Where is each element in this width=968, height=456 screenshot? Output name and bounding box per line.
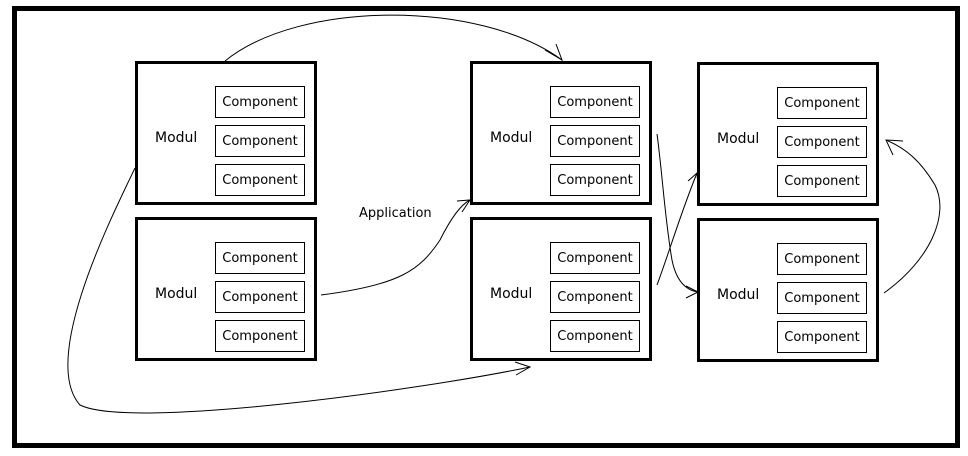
module-2: Modul Component Component Component — [135, 217, 317, 361]
component-box: Component — [550, 125, 640, 157]
module-1: Modul Component Component Component — [135, 61, 317, 205]
component-box: Component — [777, 87, 867, 119]
component-box: Component — [777, 321, 867, 353]
arrowhead — [687, 171, 699, 187]
arrow-m2-to-m3 — [320, 199, 471, 296]
component-box: Component — [550, 164, 640, 196]
component-box: Component — [215, 125, 305, 157]
module-label: Modul — [717, 287, 760, 303]
module-label: Modul — [155, 286, 198, 302]
arrowhead — [885, 139, 904, 156]
arrow-m3-to-m6 — [656, 133, 699, 293]
module-5: Modul Component Component Component — [697, 62, 879, 206]
module-4: Modul Component Component Component — [470, 217, 652, 361]
arrowhead — [514, 361, 532, 376]
module-label: Modul — [717, 131, 760, 147]
arrow-m6-to-m5 — [883, 139, 941, 294]
arrow-m4-to-m5 — [656, 172, 698, 286]
component-box: Component — [215, 320, 305, 352]
arrow-m1-to-m4 — [67, 167, 531, 414]
component-box: Component — [550, 320, 640, 352]
component-box: Component — [215, 242, 305, 274]
arrowhead — [456, 199, 471, 213]
module-6: Modul Component Component Component — [697, 218, 879, 362]
module-label: Modul — [490, 130, 533, 146]
component-box: Component — [550, 86, 640, 118]
component-box: Component — [550, 242, 640, 274]
component-box: Component — [777, 165, 867, 197]
application-label: Application — [359, 206, 432, 221]
component-box: Component — [215, 86, 305, 118]
module-3: Modul Component Component Component — [470, 61, 652, 205]
component-box: Component — [777, 282, 867, 314]
component-box: Component — [215, 164, 305, 196]
arrowhead — [685, 285, 700, 299]
arrowhead — [544, 43, 563, 62]
component-box: Component — [215, 281, 305, 313]
arrow-m1-to-m3 — [224, 14, 563, 62]
component-box: Component — [550, 281, 640, 313]
component-box: Component — [777, 243, 867, 275]
component-box: Component — [777, 126, 867, 158]
module-label: Modul — [490, 286, 533, 302]
module-label: Modul — [155, 130, 198, 146]
